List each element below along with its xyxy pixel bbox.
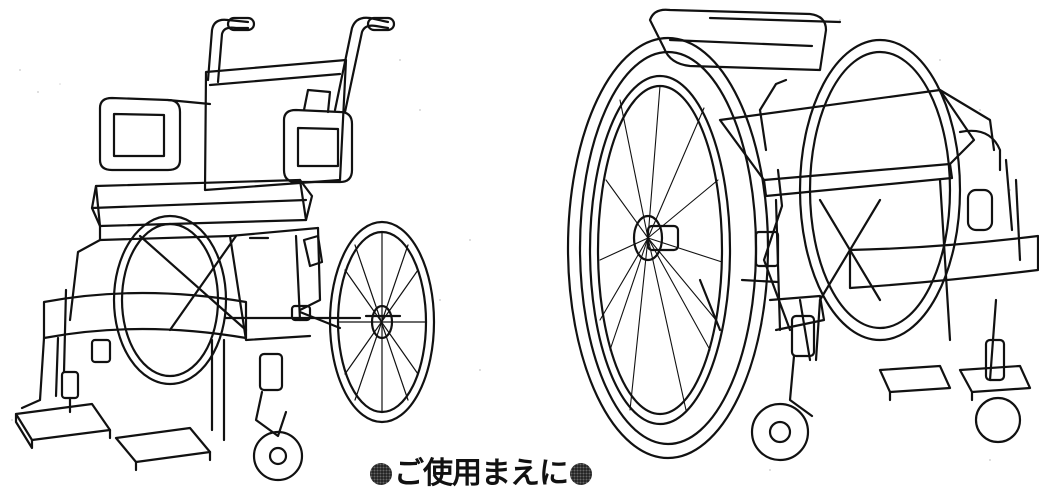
bullet-icon bbox=[570, 463, 592, 485]
section-heading: ご使用まえに bbox=[366, 452, 596, 496]
wheelchair-front-illustration bbox=[11, 16, 481, 482]
bullet-icon bbox=[370, 463, 392, 485]
heading-text: ご使用まえに bbox=[394, 456, 569, 491]
wheelchair-rear-illustration bbox=[520, 0, 1039, 499]
